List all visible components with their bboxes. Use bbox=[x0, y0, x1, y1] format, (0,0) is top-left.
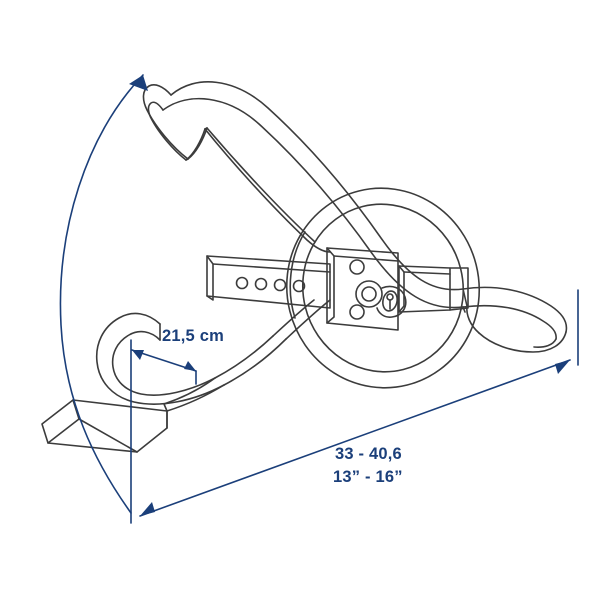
product-outline-group bbox=[41, 81, 568, 453]
perforated-strap bbox=[206, 255, 331, 309]
width-dim-arrow-left bbox=[140, 502, 155, 516]
width-dimension-imperial-label: 13” - 16” bbox=[333, 468, 403, 486]
width-dim-arrow-right bbox=[555, 360, 570, 374]
lower-hook bbox=[95, 312, 287, 405]
width-dimension-line bbox=[139, 359, 571, 517]
lock-cylinder bbox=[355, 280, 407, 318]
upper-arm bbox=[204, 127, 331, 253]
outer-clamp-arm bbox=[162, 81, 568, 353]
right-strap-bar bbox=[398, 265, 469, 313]
upper-hook bbox=[142, 84, 208, 161]
height-arc-arrowhead bbox=[129, 75, 148, 91]
height-dimension-label: 21,5 cm bbox=[162, 327, 224, 345]
tyre-inner-arc bbox=[289, 231, 306, 319]
dimension-group bbox=[59, 74, 579, 524]
main-frame-bar bbox=[163, 299, 331, 412]
square-tube bbox=[41, 399, 168, 453]
height-dim-arrow-left bbox=[132, 350, 144, 360]
width-dimension-metric-label: 33 - 40,6 bbox=[335, 445, 402, 463]
height-arc bbox=[59, 74, 144, 514]
height-dim-arrow-right bbox=[184, 361, 196, 371]
